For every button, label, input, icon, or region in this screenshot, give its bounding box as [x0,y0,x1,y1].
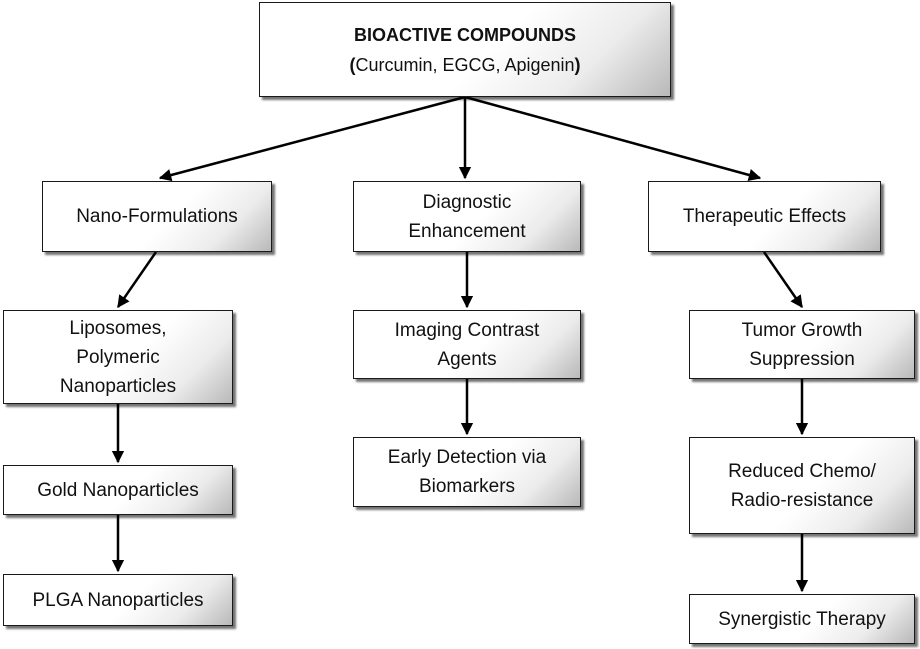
arrow-root-to-nano [158,95,466,182]
node-label: Imaging Contrast Agents [394,319,540,370]
node-early-detection-biomarkers: Early Detection via Biomarkers [353,437,581,507]
node-gold-nanoparticles: Gold Nanoparticles [3,465,233,515]
node-label: Gold Nanoparticles [37,479,199,501]
node-label: Synergistic Therapy [718,608,886,630]
node-label: Therapeutic Effects [682,206,847,227]
node-tumor-growth-suppression: Tumor Growth Suppression [689,310,915,379]
node-label: Diagnostic Enhancement [408,191,526,242]
node-label: Early Detection via Biomarkers [387,447,547,497]
root-subtitle-line: (Curcumin, EGCG, Apigenin) [349,54,581,75]
node-label: Nano-Formulations [76,206,238,227]
node-synergistic-therapy: Synergistic Therapy [689,594,915,644]
arrow-therapeutic-to-tumor [762,251,804,309]
node-reduced-chemo-radio-resistance: Reduced Chemo/Radio-resistance [689,437,915,534]
node-nano-formulations: Nano-Formulations [42,181,272,252]
root-node-bioactive-compounds: BIOACTIVE COMPOUNDS (Curcumin, EGCG, Api… [259,2,671,97]
root-title: BIOACTIVE COMPOUNDS [353,24,576,45]
arrow-root-to-therapeutic [464,95,762,182]
node-label: Reduced Chemo/Radio-resistance [728,460,876,511]
arrow-nano-to-liposomes [116,251,158,309]
node-label: PLGA Nanoparticles [32,589,204,611]
node-plga-nanoparticles: PLGA Nanoparticles [3,574,233,626]
node-label: Liposomes, Polymeric Nanoparticles [59,317,177,397]
node-therapeutic-effects: Therapeutic Effects [648,181,881,252]
node-label: Tumor Growth Suppression [741,319,863,370]
root-subtitle: Curcumin, EGCG, Apigenin [355,54,575,75]
node-imaging-contrast-agents: Imaging Contrast Agents [353,310,581,379]
node-diagnostic-enhancement: Diagnostic Enhancement [353,181,581,252]
node-liposomes-polymeric-nanoparticles: Liposomes, Polymeric Nanoparticles [3,310,233,404]
